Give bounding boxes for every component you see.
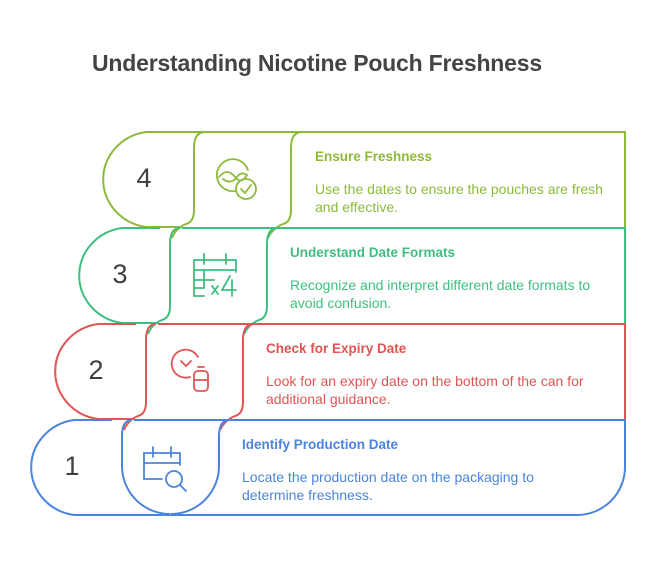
step-4-number: 4 <box>136 163 152 193</box>
step-3-number: 3 <box>112 259 128 289</box>
calendar-multiply-icon <box>193 253 237 297</box>
step-1-description: Locate the production date on the packag… <box>242 469 534 503</box>
step-2-shape <box>54 323 626 431</box>
step-3-description: Recognize and interpret different date f… <box>290 277 591 311</box>
step-1-shape <box>30 419 626 516</box>
leaf-check-icon <box>215 158 257 200</box>
calendar-search-icon <box>143 446 187 492</box>
step-4-shape <box>102 131 626 239</box>
step-3-title: Understand Date Formats <box>290 245 456 260</box>
clock-battery-icon <box>170 348 209 392</box>
step-4-description: Use the dates to ensure the pouches are … <box>315 181 603 215</box>
step-2-title: Check for Expiry Date <box>266 341 407 356</box>
step-2-number: 2 <box>88 355 104 385</box>
step-1-number: 1 <box>64 451 80 481</box>
step-1-title: Identify Production Date <box>242 437 399 452</box>
step-4-title: Ensure Freshness <box>315 149 433 164</box>
step-2-description: Look for an expiry date on the bottom of… <box>266 373 584 407</box>
diagram-title: Understanding Nicotine Pouch Freshness <box>92 50 542 76</box>
